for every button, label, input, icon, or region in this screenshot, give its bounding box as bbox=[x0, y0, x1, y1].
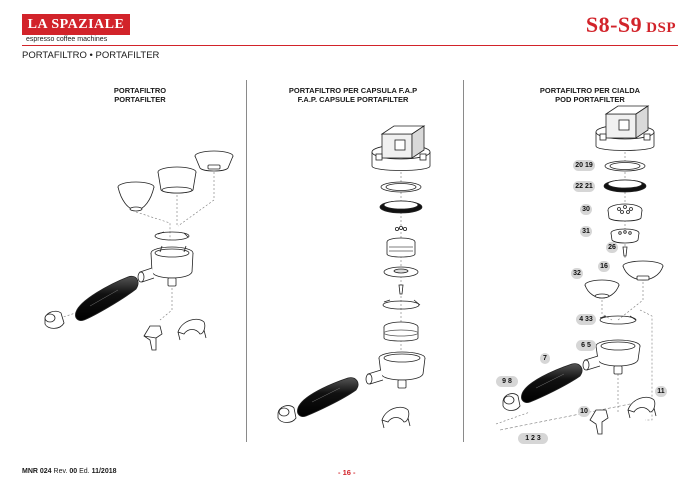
portafilter-handle bbox=[521, 363, 583, 403]
part-label: 20 19 bbox=[573, 160, 595, 171]
part-label: 1 2 3 bbox=[518, 433, 548, 444]
model-name: S8-S9 bbox=[585, 12, 643, 37]
portafilter-body bbox=[365, 351, 426, 389]
part-label: 32 bbox=[571, 268, 583, 279]
edition-date: 11/2018 bbox=[91, 468, 117, 475]
column-divider bbox=[246, 80, 247, 442]
pod-holder bbox=[610, 228, 640, 244]
part-label: 22 21 bbox=[573, 181, 595, 192]
column-title-capsule-portafilter: PORTAFILTRO PER CAPSULA F.A.P F.A.P. CAP… bbox=[273, 86, 433, 104]
part-label: 4 33 bbox=[576, 314, 596, 325]
filter-basket-2 bbox=[157, 166, 197, 194]
capsule-portafilter-drawing bbox=[277, 125, 431, 429]
washer bbox=[383, 266, 419, 278]
pin bbox=[398, 284, 404, 295]
portafilter-body bbox=[137, 245, 194, 287]
page-number: - 16 - bbox=[338, 468, 356, 477]
spout-double bbox=[381, 406, 411, 429]
fap-capsule bbox=[383, 321, 419, 342]
document-code: MNR 024 bbox=[22, 468, 52, 475]
revision-number: 00 bbox=[69, 468, 78, 475]
filter-basket-1 bbox=[117, 181, 155, 212]
handle-end-cap bbox=[502, 393, 521, 411]
column-title-en: PORTAFILTER bbox=[114, 95, 166, 104]
spout-single bbox=[589, 409, 609, 435]
capsule-holder bbox=[386, 225, 416, 258]
document-reference: MNR 024 Rev. 00 Ed. 11/2018 bbox=[22, 468, 117, 475]
shower-ring bbox=[379, 200, 423, 214]
brand-tagline: espresso coffee machines bbox=[26, 36, 108, 43]
pin bbox=[622, 246, 628, 257]
column-title-it: PORTAFILTRO PER CAPSULA F.A.P bbox=[288, 86, 418, 95]
part-label: 7 bbox=[540, 353, 550, 364]
column-title-it: PORTAFILTRO bbox=[113, 86, 167, 95]
column-title-en: F.A.P. CAPSULE PORTAFILTER bbox=[297, 95, 409, 104]
spout-double bbox=[177, 318, 207, 341]
header-rule bbox=[22, 45, 678, 46]
column-title-en: POD PORTAFILTER bbox=[555, 95, 625, 104]
model-suffix: DSP bbox=[646, 20, 676, 36]
filter-basket-3 bbox=[194, 150, 234, 172]
part-label: 9 8 bbox=[496, 376, 518, 387]
part-label: 31 bbox=[580, 226, 592, 237]
column-title-it: PORTAFILTRO PER CIALDA bbox=[539, 86, 641, 95]
column-title-portafilter: PORTAFILTRO PORTAFILTER bbox=[60, 86, 220, 104]
part-label: 16 bbox=[598, 261, 610, 272]
pod-filter-small bbox=[584, 279, 620, 299]
handle-end-cap bbox=[44, 310, 65, 329]
part-label: 6 5 bbox=[576, 340, 596, 351]
brand-logo: LA SPAZIALE bbox=[22, 14, 130, 35]
part-label: 10 bbox=[578, 406, 590, 417]
group-head bbox=[595, 105, 655, 151]
brand-logo-text: LA SPAZIALE bbox=[27, 16, 125, 32]
column-title-pod-portafilter: PORTAFILTRO PER CIALDA POD PORTAFILTER bbox=[510, 86, 670, 104]
group-head bbox=[371, 125, 431, 171]
part-label: 30 bbox=[580, 204, 592, 215]
part-label: 11 bbox=[655, 386, 667, 397]
pod-filter bbox=[622, 260, 664, 281]
portafilter-handle bbox=[297, 377, 359, 417]
handle-end-cap bbox=[277, 405, 297, 423]
spout-double bbox=[627, 396, 657, 419]
spout-single bbox=[143, 325, 163, 351]
portafilter-body bbox=[582, 339, 641, 375]
portafilter-drawing bbox=[44, 150, 234, 351]
shower-ring bbox=[603, 179, 647, 193]
column-divider bbox=[463, 80, 464, 442]
edition-label: Ed. bbox=[79, 468, 90, 475]
spring-ring bbox=[154, 231, 190, 241]
spring-ring bbox=[599, 315, 637, 325]
pod-portafilter-drawing bbox=[495, 105, 664, 435]
shower-screen bbox=[607, 203, 643, 222]
revision-label: Rev. bbox=[53, 468, 68, 475]
portafilter-handle bbox=[75, 275, 139, 321]
part-label: 26 bbox=[606, 242, 618, 253]
section-title: PORTAFILTRO • PORTAFILTER bbox=[22, 50, 160, 61]
spring-ring bbox=[382, 299, 421, 310]
